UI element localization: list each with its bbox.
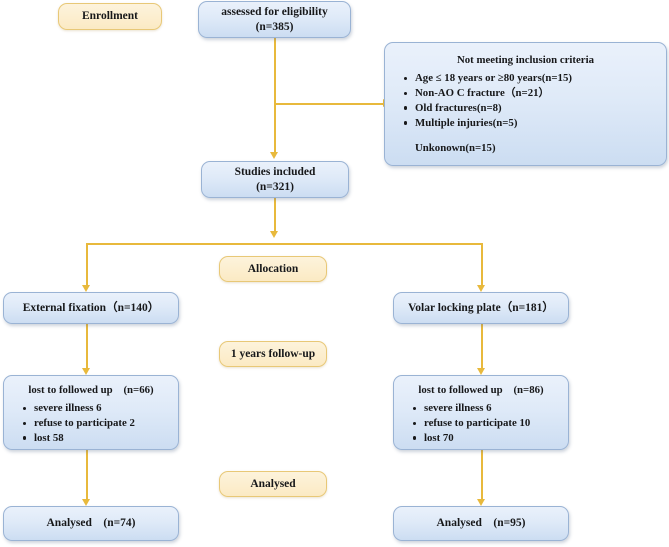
left-lost-title: lost to followed up (n=66) bbox=[28, 384, 154, 396]
stage-label-followup: 1 years follow-up bbox=[230, 347, 316, 360]
stage-label-enrollment: Enrollment bbox=[81, 10, 138, 23]
assessed-line-2: (n=385) bbox=[255, 20, 294, 33]
list-item: lost 58 bbox=[23, 431, 178, 446]
connector-assessed-to-included bbox=[274, 38, 276, 154]
arrowhead-right-lost bbox=[477, 368, 485, 375]
right-lost-title: lost to followed up (n=86) bbox=[418, 384, 544, 396]
node-volar-locking-plate-group[interactable]: Volar locking plate（n=181） bbox=[393, 292, 569, 324]
stage-box-followup[interactable]: 1 years follow-up bbox=[219, 341, 327, 367]
stage-label-allocation: Allocation bbox=[247, 262, 299, 275]
node-studies-included[interactable]: Studies included (n=321) bbox=[201, 161, 349, 198]
arrowhead-left-group bbox=[82, 285, 90, 292]
arrowhead-left-lost bbox=[82, 368, 90, 375]
left-analysed-label: Analysed (n=74) bbox=[46, 517, 136, 530]
list-item: Age ≤ 18 years or ≥80 years(n=15) bbox=[404, 71, 666, 86]
list-item: Multiple injuries(n=5) bbox=[404, 116, 666, 131]
list-item: refuse to participate 10 bbox=[413, 416, 568, 431]
stage-box-allocation[interactable]: Allocation bbox=[219, 256, 327, 282]
connector-right-group-to-lost bbox=[481, 324, 483, 370]
node-not-meeting-inclusion-criteria[interactable]: Not meeting inclusion criteria Age ≤ 18 … bbox=[384, 42, 667, 166]
list-item: lost 70 bbox=[413, 431, 568, 446]
connector-allocation-bus bbox=[86, 243, 482, 245]
right-analysed-label: Analysed (n=95) bbox=[436, 517, 526, 530]
node-right-analysed[interactable]: Analysed (n=95) bbox=[393, 506, 569, 541]
arrowhead-right-analysed bbox=[477, 499, 485, 506]
excluded-criteria-list: Age ≤ 18 years or ≥80 years(n=15) Non-AO… bbox=[385, 71, 666, 131]
list-item: Old fractures(n=8) bbox=[404, 101, 666, 116]
stage-box-enrollment[interactable]: Enrollment bbox=[58, 3, 162, 30]
left-group-label: External fixation（n=140） bbox=[22, 301, 160, 314]
node-external-fixation-group[interactable]: External fixation（n=140） bbox=[3, 292, 179, 324]
connector-bus-to-right-group bbox=[481, 243, 483, 287]
arrowhead-split bbox=[270, 231, 278, 238]
node-left-lost-to-followup[interactable]: lost to followed up (n=66) severe illnes… bbox=[3, 375, 179, 450]
connector-bus-to-left-group bbox=[86, 243, 88, 287]
arrowhead-included bbox=[270, 152, 278, 159]
list-item: severe illness 6 bbox=[413, 401, 568, 416]
node-assessed-for-eligibility[interactable]: assessed for eligibility (n=385) bbox=[198, 1, 351, 38]
right-group-label: Volar locking plate（n=181） bbox=[408, 301, 554, 314]
connector-right-lost-to-analysed bbox=[481, 450, 483, 501]
included-line-2: (n=321) bbox=[256, 180, 294, 193]
excluded-unknown-note: Unkonown(n=15) bbox=[415, 141, 496, 154]
stage-box-analysed[interactable]: Analysed bbox=[219, 471, 327, 497]
node-right-lost-to-followup[interactable]: lost to followed up (n=86) severe illnes… bbox=[393, 375, 569, 450]
connector-assessed-to-excluded bbox=[274, 103, 384, 105]
excluded-title: Not meeting inclusion criteria bbox=[456, 54, 595, 66]
list-item: refuse to participate 2 bbox=[23, 416, 178, 431]
node-left-analysed[interactable]: Analysed (n=74) bbox=[3, 506, 179, 541]
left-lost-reasons-list: severe illness 6 refuse to participate 2… bbox=[4, 401, 178, 446]
list-item: Non-AO C fracture（n=21） bbox=[404, 86, 666, 101]
right-lost-reasons-list: severe illness 6 refuse to participate 1… bbox=[394, 401, 568, 446]
arrowhead-left-analysed bbox=[82, 499, 90, 506]
included-line-1: Studies included bbox=[234, 166, 316, 179]
assessed-line-1: assessed for eligibility bbox=[221, 6, 328, 19]
arrowhead-right-group bbox=[477, 285, 485, 292]
connector-left-group-to-lost bbox=[86, 324, 88, 370]
connector-left-lost-to-analysed bbox=[86, 450, 88, 501]
list-item: severe illness 6 bbox=[23, 401, 178, 416]
connector-included-down bbox=[274, 198, 276, 234]
stage-label-analysed: Analysed bbox=[250, 477, 296, 490]
